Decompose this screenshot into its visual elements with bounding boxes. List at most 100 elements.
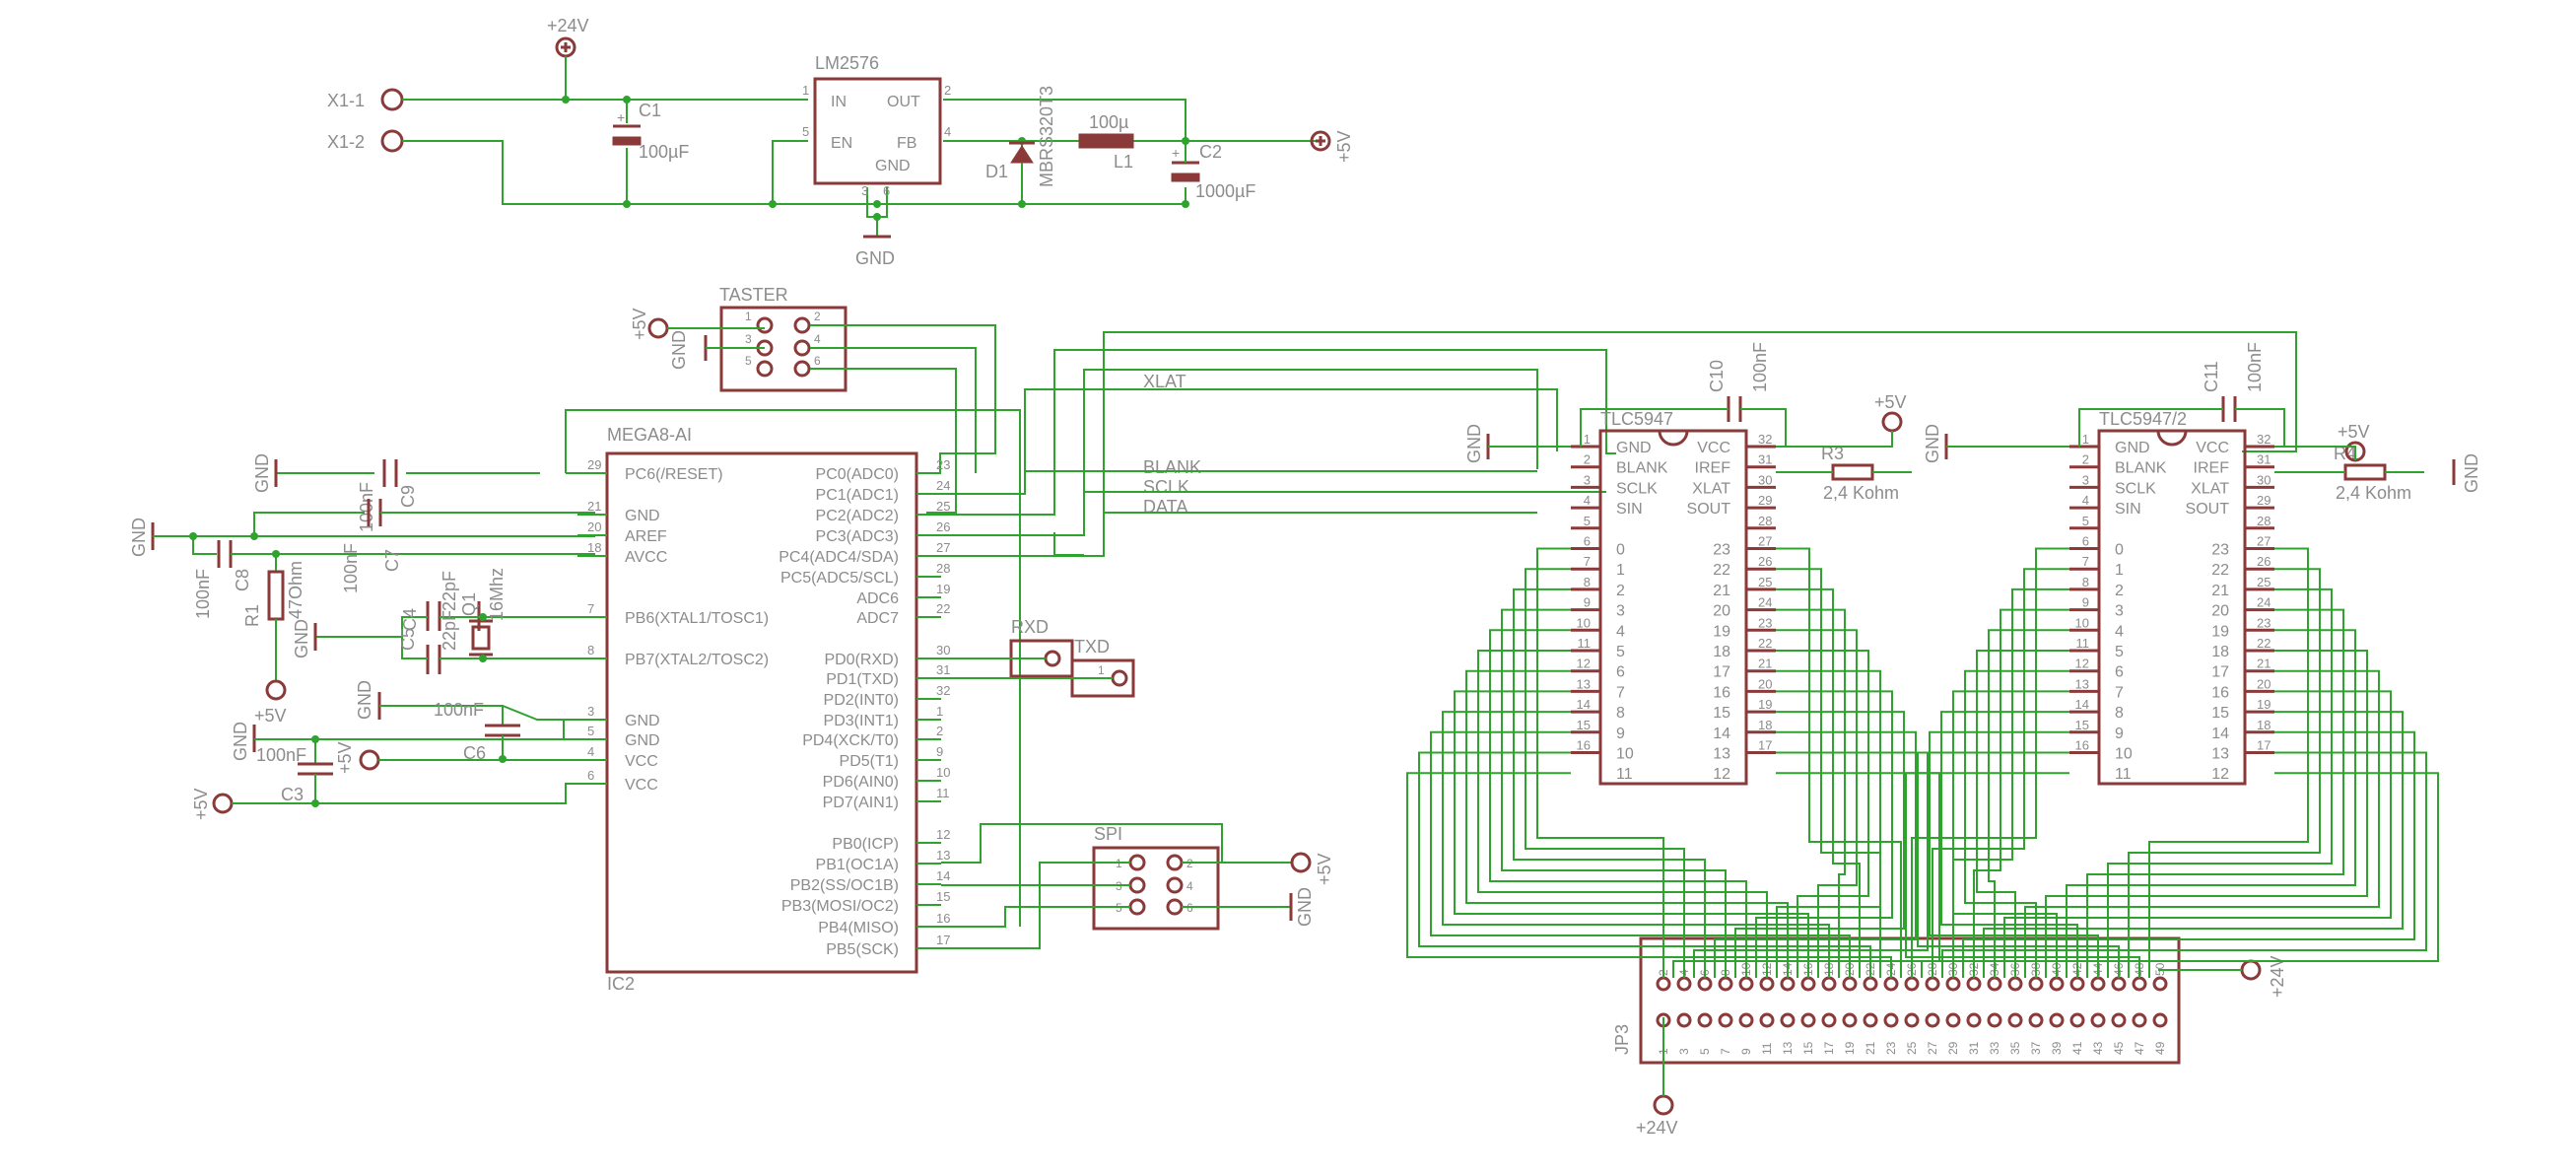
tlc1-right-pin-label: 13	[1713, 746, 1730, 763]
jp3-pin-top	[2028, 976, 2044, 992]
tlc1-right-pin-label: 18	[1713, 644, 1730, 660]
mcu-right-pin-number: 28	[936, 561, 950, 576]
tlc1-right-pin-number: 25	[1758, 575, 1772, 589]
tlc2-right-pin-number: 20	[2257, 676, 2271, 691]
tlc1-left-pin-label: 11	[1616, 766, 1633, 783]
r1-label: R1	[242, 604, 262, 627]
tlc1-left-pin-label: 3	[1616, 603, 1625, 620]
tlc1-right-pin-label: 23	[1713, 542, 1730, 559]
jp3-pin-bottom	[2028, 1012, 2044, 1028]
mcu-right-pin-label: PB5(SCK)	[826, 941, 899, 958]
l1-name: L1	[1114, 152, 1133, 172]
jp3-pin-number: 25	[1905, 1041, 1919, 1055]
jp3-pin-top	[1676, 976, 1692, 992]
mcu-left-pin-label: GND	[625, 508, 660, 524]
tlc1-right-pin-label: 21	[1713, 583, 1730, 599]
led-trace	[1755, 690, 1893, 978]
regulator-en-pin: EN	[831, 135, 852, 152]
regulator-pin-4: 4	[944, 124, 951, 139]
jp3-pin-top	[2152, 976, 2168, 992]
q1-value: 16Mhz	[487, 568, 507, 621]
r1-value: 47Ohm	[286, 561, 305, 619]
tlc2-left-pin-label: 0	[2115, 542, 2124, 559]
tlc2-left-pin-number: 3	[2082, 472, 2089, 487]
tlc2-right-pin-number: 23	[2257, 615, 2271, 630]
tlc2-left-pin-number: 4	[2082, 493, 2089, 508]
jp3-pin-number: 3	[1677, 1048, 1691, 1055]
regulator-name: LM2576	[815, 53, 879, 73]
regulator-pin-3: 3	[861, 183, 868, 198]
tlc1-left-pin-number: 3	[1584, 472, 1591, 487]
jp3-pin-top	[1800, 976, 1816, 992]
mcu-right-pin-label: PC5(ADC5/SCL)	[780, 570, 899, 587]
tlc1-left-pin-label: 10	[1616, 746, 1634, 763]
tlc2-left-pin-number: 15	[2075, 718, 2089, 732]
c5-value: 22pF	[440, 571, 459, 611]
tlc1-right-pin-label: VCC	[1697, 440, 1730, 456]
jp3-pin-top	[2111, 976, 2127, 992]
mcu-right-pin-label: PD1(TXD)	[826, 671, 899, 688]
q1-label: Q1	[459, 592, 479, 616]
c1-plus: +	[617, 109, 625, 125]
mcu-right-pin-label: PC4(ADC4/SDA)	[779, 549, 899, 566]
tlc2-right-pin-number: 22	[2257, 636, 2271, 651]
mcu-right-pin-label: PD2(INT0)	[824, 692, 899, 709]
regulator-pin-6: 6	[883, 183, 890, 198]
mcu-right-pin-number: 14	[936, 868, 950, 883]
tlc2-right-pin-label: XLAT	[2191, 480, 2229, 497]
rxd-label: RXD	[1011, 617, 1049, 637]
tlc1-right-pin-number: 31	[1758, 452, 1772, 467]
led-trace	[1917, 751, 2120, 978]
mcu-right-pin-number: 12	[936, 827, 950, 842]
mcu-right-pin-label: ADC7	[856, 610, 899, 627]
jp3-pin-bottom	[2049, 1012, 2065, 1028]
r1-v5-label: +5V	[254, 706, 287, 726]
tlc2-right-pin-number: 32	[2257, 432, 2271, 447]
jp3-pin-number: 31	[1967, 1041, 1981, 1055]
tlc2-right-pin-number: 29	[2257, 493, 2271, 508]
taster-v5-label: +5V	[630, 308, 649, 340]
tlc2-right-pin-label: 15	[2211, 705, 2229, 722]
tlc1-right-pin-label: 12	[1713, 766, 1730, 783]
mcu-left-pin-number: 3	[587, 704, 594, 719]
mcu-right-pin-number: 9	[936, 744, 943, 759]
tlc2-left-pin-number: 16	[2075, 738, 2089, 753]
mcu-right-pin-number: 15	[936, 889, 950, 904]
tlc2-res-value: 2,4 Kohm	[2336, 483, 2411, 503]
jp3-pin-number: 13	[1781, 1041, 1795, 1055]
jp3-pin-number: 29	[1946, 1041, 1960, 1055]
jp3-pin-bottom	[1945, 1012, 1961, 1028]
jp3-pin-number: 21	[1864, 1041, 1877, 1055]
tlc2-right-pin-number: 31	[2257, 452, 2271, 467]
jp3-pin-number: 35	[2008, 1041, 2022, 1055]
led-trace	[2128, 568, 2321, 978]
regulator-out-pin: OUT	[887, 94, 920, 110]
taster-gnd-label: GND	[669, 330, 689, 370]
mcu-ref: IC2	[607, 974, 635, 994]
mcu-left-pin-number: 6	[587, 768, 594, 783]
spi-pin-4: 4	[1186, 879, 1193, 893]
v5-output-label: +5V	[1334, 130, 1354, 163]
led-trace	[1489, 629, 1747, 978]
jp3-pin-top	[2090, 976, 2106, 992]
regulator-fb-pin: FB	[897, 135, 916, 152]
c8-value: 100nF	[193, 569, 213, 619]
jp3-pin-bottom	[2111, 1012, 2127, 1028]
jp3-pin-top	[2069, 976, 2085, 992]
jp3-pin-top	[1863, 976, 1878, 992]
mcu-right-pin-number: 19	[936, 582, 950, 596]
tlc1-left-pin-number: 1	[1584, 432, 1591, 447]
tlc2-cap-value: 100nF	[2245, 342, 2265, 392]
mcu-right-pin-label: PD5(T1)	[840, 753, 899, 770]
tlc1-left-pin-number: 14	[1577, 697, 1591, 712]
c1-value: 100µF	[639, 142, 689, 162]
led-trace	[1929, 730, 2099, 978]
tlc1-left-pin-number: 5	[1584, 514, 1591, 528]
tlc1-left-pin-number: 15	[1577, 718, 1591, 732]
mcu-left-pin-label: AREF	[625, 528, 667, 545]
spi-label: SPI	[1094, 824, 1122, 844]
tlc1-left-pin-label: GND	[1616, 440, 1652, 456]
tlc1-res-name: R3	[1821, 444, 1844, 463]
tlc2-left-pin-number: 14	[2075, 697, 2089, 712]
jp3-pin-bottom	[1966, 1012, 1982, 1028]
